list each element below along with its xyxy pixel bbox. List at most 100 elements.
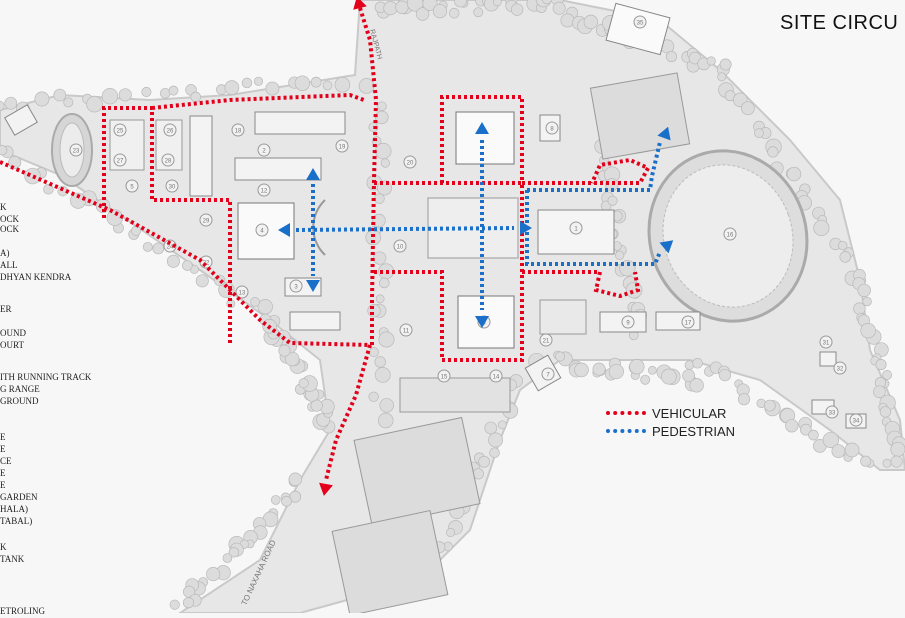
tree-icon [555, 351, 566, 362]
tree-icon [489, 447, 500, 458]
building-number-marker [257, 143, 271, 157]
tree-icon [43, 183, 54, 195]
tree-icon [224, 80, 240, 96]
left-legend-item: A) [0, 248, 10, 258]
tree-icon [831, 444, 846, 458]
pedestrian-arrowhead [306, 168, 320, 180]
tree-icon [257, 298, 273, 315]
tree-icon [718, 368, 732, 382]
tree-icon [374, 367, 391, 383]
pedestrian-axis-east-west [295, 226, 515, 232]
vehicular-route-core-ring [374, 181, 524, 362]
tree-icon [369, 347, 379, 358]
vehicular-arrowhead-south [319, 482, 333, 496]
building-number: 31 [823, 341, 830, 347]
tree-icon [890, 455, 903, 468]
tennis-courts [399, 377, 511, 413]
tree-icon [278, 344, 291, 357]
building-number-marker [399, 323, 413, 337]
tree-icon [379, 277, 390, 289]
building-number-marker [113, 123, 127, 137]
building-top-center [455, 111, 515, 165]
building-number: 33 [829, 411, 836, 417]
tree-icon [873, 342, 889, 358]
tree-icon [492, 0, 502, 7]
left-legend-item: E [0, 432, 6, 442]
tree-icon [875, 359, 887, 371]
tree-icon [380, 158, 390, 168]
pedestrian-route-east-top [527, 141, 662, 192]
tree-icon [763, 399, 776, 412]
tree-icon [166, 254, 180, 268]
tree-icon [647, 365, 657, 375]
building-number: 10 [397, 245, 404, 251]
page-title: SITE CIRCU [780, 12, 899, 34]
tree-icon [34, 91, 50, 107]
vehicular-route-main-spine [358, 7, 379, 345]
building-number-marker [257, 183, 271, 197]
tree-icon [4, 96, 18, 110]
building-number-marker [723, 227, 737, 241]
building-number-marker [437, 369, 451, 383]
tree-icon [719, 58, 732, 71]
building-number: 17 [685, 321, 692, 327]
left-legend-item: CE [0, 456, 12, 466]
tree-icon [767, 146, 779, 158]
left-legend-item: OUND [0, 328, 26, 338]
route-key: VEHICULAR PEDESTRIAN [606, 404, 735, 440]
left-legend-item: K [0, 542, 7, 552]
tree-icon [615, 250, 625, 260]
tree-icon [377, 412, 394, 429]
building-3b [289, 311, 341, 331]
tree-icon [839, 251, 851, 263]
pedestrian-arrowhead [306, 280, 320, 292]
building-number: 20 [407, 161, 414, 167]
building-number-marker [199, 213, 213, 227]
left-legend-item: K [0, 202, 7, 212]
tree-icon [860, 455, 872, 467]
tree-icon [478, 455, 491, 468]
building-number-marker [545, 121, 559, 135]
tree-icon [422, 0, 438, 11]
tree-icon [182, 260, 193, 271]
pedestrian-arrows [278, 0, 674, 496]
tree-icon [432, 3, 448, 19]
building-number-marker [125, 179, 139, 193]
vehicular-arrowhead-north [353, 0, 367, 10]
building-right-small-1 [819, 351, 837, 367]
tree-icon [141, 86, 152, 97]
building-left-long [189, 115, 213, 197]
tree-icon [228, 547, 240, 558]
building-number-marker [393, 239, 407, 253]
building-number-marker [541, 367, 555, 381]
vehicular-route-south-spur [324, 344, 372, 481]
building-number: 28 [165, 159, 172, 165]
pedestrian-arrowhead [278, 223, 290, 237]
tree-icon [822, 431, 840, 449]
tree-icon [860, 322, 876, 339]
tree-icon [665, 50, 678, 63]
tree-icon [169, 599, 180, 610]
left-legend-item: E [0, 480, 6, 490]
tree-icon [882, 458, 892, 468]
sports-court-top-right [589, 72, 691, 160]
building-top-left-house [4, 104, 38, 136]
tree-icon [8, 155, 22, 169]
tree-icon [375, 110, 389, 125]
key-pedestrian-label: PEDESTRIAN [652, 423, 736, 439]
vehicular-link-northwest [151, 92, 365, 110]
tree-icon [857, 283, 871, 298]
tree-icon [608, 363, 624, 380]
tree-icon [717, 72, 727, 82]
tree-icon [625, 281, 643, 299]
building-number: 24 [167, 245, 174, 251]
tree-icon [253, 76, 264, 86]
tree-icon [281, 495, 292, 507]
building-number: 26 [167, 129, 174, 135]
building-number-marker [163, 239, 177, 253]
left-legend-item: ER [0, 304, 12, 314]
tree-icon [294, 75, 311, 91]
building-number-marker [289, 279, 303, 293]
tree-icon [446, 528, 456, 538]
